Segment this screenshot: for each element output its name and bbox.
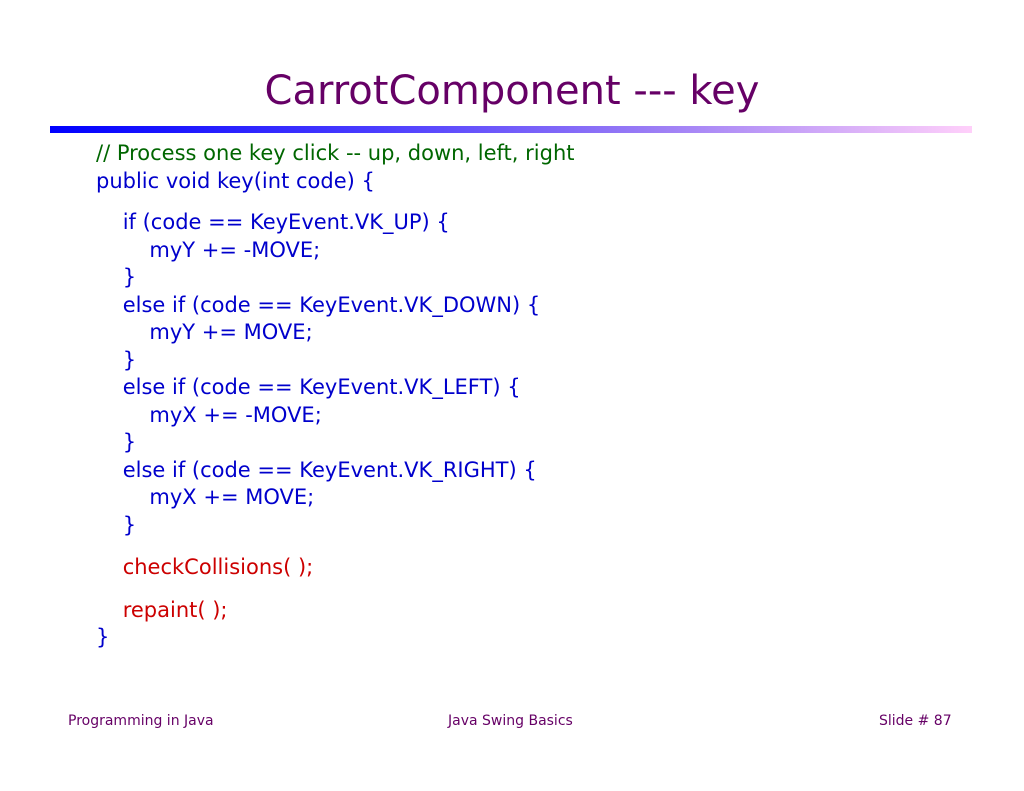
repaint-call: repaint( ); (96, 597, 228, 622)
blank-line (96, 539, 575, 554)
code-line: else if (code == KeyEvent.VK_RIGHT) { (96, 457, 537, 482)
footer-topic: Java Swing Basics (448, 713, 573, 729)
code-line: } (96, 265, 137, 289)
code-line: } (96, 512, 137, 537)
footer-course: Programming in Java (68, 713, 214, 729)
code-line: else if (code == KeyEvent.VK_DOWN) { (96, 292, 541, 317)
code-line: else if (code == KeyEvent.VK_LEFT) { (96, 375, 521, 399)
footer-slide-number: Slide # 87 (879, 713, 952, 729)
code-line: myY += MOVE; (96, 320, 313, 344)
code-line: myX += MOVE; (96, 485, 315, 509)
code-line: } (96, 430, 137, 454)
method-signature: public void key(int code) { (96, 168, 375, 193)
check-collisions-call: checkCollisions( ); (96, 555, 314, 579)
code-line: if (code == KeyEvent.VK_UP) { (96, 210, 450, 234)
code-block: // Process one key click -- up, down, le… (96, 140, 575, 652)
code-line: myY += -MOVE; (96, 237, 321, 262)
slide-title: CarrotComponent --- key (264, 68, 760, 114)
blank-line (96, 195, 575, 209)
closing-brace: } (96, 625, 110, 649)
code-comment: // Process one key click -- up, down, le… (96, 141, 575, 165)
blank-line (96, 582, 575, 597)
title-underline-rule (50, 126, 972, 133)
code-line: myX += -MOVE; (96, 402, 322, 427)
code-line: } (96, 347, 137, 372)
